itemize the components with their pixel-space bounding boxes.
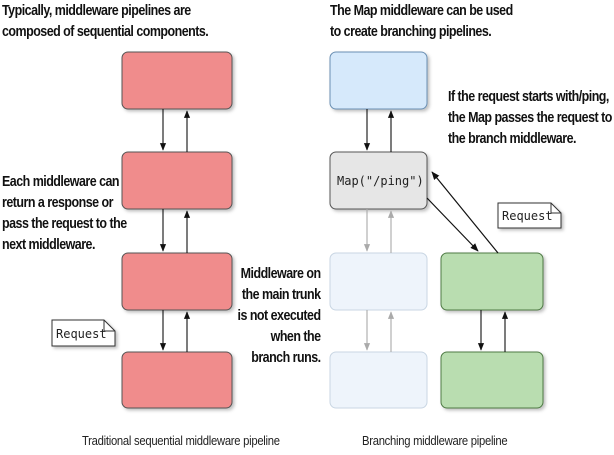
right-request-label: Request [502,209,553,223]
left-side-note-line-3: pass the request to the [2,216,127,232]
left-caption: Traditional sequential middleware pipeli… [82,434,280,448]
trunk-note-line-4: when the [271,329,321,345]
map-note-line-1: If the request starts with/ping, [448,89,609,105]
left-middleware-3 [121,252,233,311]
trunk-note-line-5: branch runs. [251,350,322,366]
left-heading-line-1: Typically, middleware pipelines are [2,3,191,19]
right-caption: Branching middleware pipeline [362,434,508,448]
left-side-note: Each middleware can return a response or… [2,172,127,256]
trunk-note-line-2: the main trunk [242,287,321,303]
map-note-line-3: the branch middleware. [448,131,576,147]
right-heading-line-1: The Map middleware can be used [330,3,513,19]
map-middleware-label: Map("/ping") [337,174,424,188]
left-middleware-2 [121,151,233,210]
left-middleware-4 [121,351,233,409]
right-request-tag: Request [497,202,562,229]
trunk-middleware-2 [329,351,428,409]
branch-arrow-out [426,197,479,252]
left-side-note-line-2: return a response or [2,195,113,211]
map-note: If the request starts with/ping, the Map… [448,87,612,150]
trunk-note: Middleware on the main trunk is not exec… [237,264,322,369]
right-top-middleware [329,51,428,110]
map-note-line-2: the Map passes the request to [448,110,612,126]
left-side-note-line-1: Each middleware can [2,174,120,190]
branch-middleware-2 [440,351,544,409]
left-heading-line-2: composed of sequential components. [2,24,209,40]
branch-middleware-1 [440,252,544,311]
left-request-tag: Request [51,319,116,347]
trunk-middleware-1 [329,252,428,311]
left-heading: Typically, middleware pipelines are comp… [2,1,209,43]
map-middleware [329,151,428,210]
left-side-note-line-4: next middleware. [2,237,95,253]
trunk-note-line-3: is not executed [237,308,322,324]
trunk-note-line-1: Middleware on [241,266,321,282]
left-middleware-1 [121,51,233,110]
left-request-label: Request [56,327,107,341]
branch-arrow-back [431,171,499,254]
right-heading: The Map middleware can be used to create… [330,1,513,43]
right-heading-line-2: to create branching pipelines. [330,24,492,40]
